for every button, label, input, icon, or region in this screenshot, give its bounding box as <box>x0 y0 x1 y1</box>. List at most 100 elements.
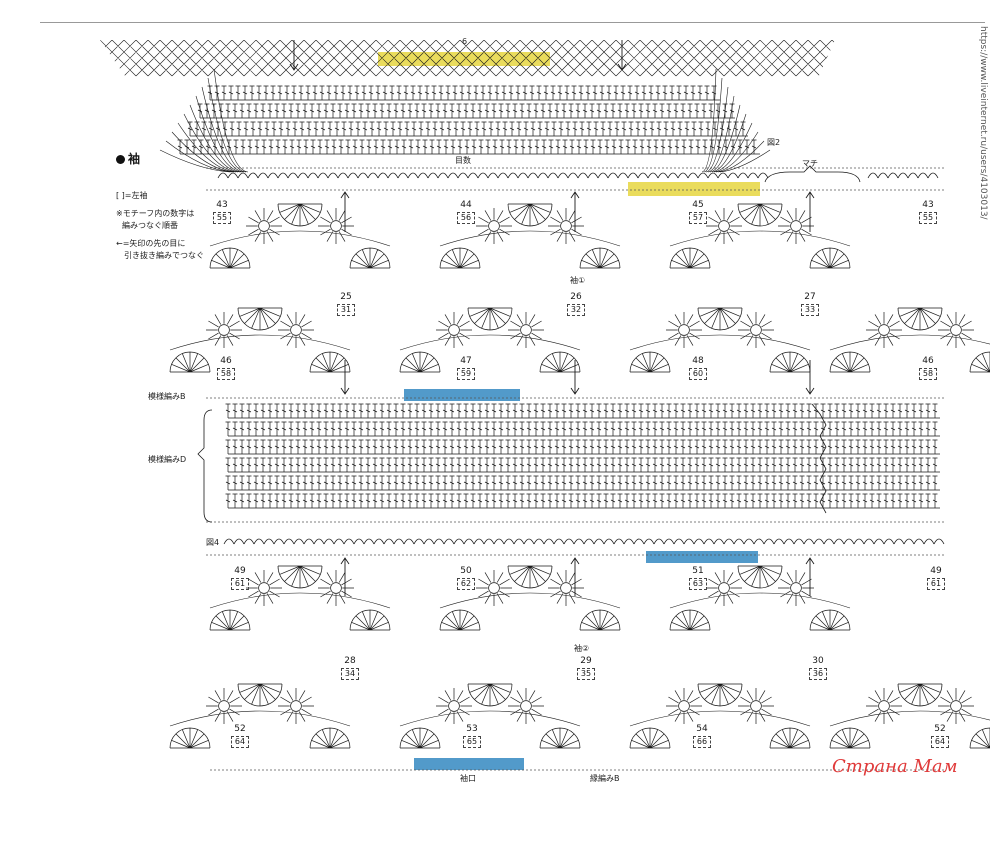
flower-center <box>218 324 230 336</box>
motif-order-box: 32 <box>567 304 585 316</box>
flower-center <box>750 700 762 712</box>
fan-motif <box>467 307 513 331</box>
fan-motif <box>897 307 943 331</box>
flower-motif <box>436 688 472 724</box>
motif-number: 49 <box>234 566 246 576</box>
motif-number: 29 <box>580 656 592 666</box>
flower-center <box>878 324 890 336</box>
join-arrow <box>570 191 580 232</box>
flower-center <box>678 324 690 336</box>
fan-motif <box>169 351 211 373</box>
stitch-row-d <box>225 403 940 419</box>
motif-order-box: 59 <box>457 368 475 380</box>
curve-lines <box>159 68 771 173</box>
chain-curve <box>439 592 621 609</box>
legend-arrow-1: ←=矢印の先の目に <box>116 239 186 248</box>
pattern-d-bracket <box>197 409 213 523</box>
stitch-row-top <box>197 103 735 119</box>
stitch-row-top <box>207 85 720 101</box>
stitch-row-d <box>225 475 940 491</box>
motif-order-box: 61 <box>927 578 945 590</box>
motif-order-box: 33 <box>801 304 819 316</box>
stitch-row-top <box>187 121 748 137</box>
center-top-label: 目数 <box>455 156 471 165</box>
fan-motif <box>439 609 481 631</box>
flower-center <box>678 700 690 712</box>
flower-motif <box>508 688 544 724</box>
motif-number: 52 <box>934 724 946 734</box>
blue-highlight <box>414 758 524 770</box>
yellow-highlight <box>378 52 550 66</box>
fig-top-label: 図2 <box>767 138 781 147</box>
flower-motif <box>246 208 282 244</box>
fan-motif <box>897 683 943 707</box>
gusset-label: マチ <box>802 159 818 168</box>
flower-motif <box>778 570 814 606</box>
flower-motif <box>206 312 242 348</box>
motif-order-box: 56 <box>457 212 475 224</box>
flower-motif <box>246 570 282 606</box>
flower-center <box>950 324 962 336</box>
fan-motif <box>809 609 851 631</box>
fan-motif <box>467 683 513 707</box>
join-arrow <box>805 360 815 395</box>
motif-number: 54 <box>696 724 708 734</box>
flower-motif <box>866 688 902 724</box>
chain-curve <box>439 230 621 247</box>
scallop-row <box>223 538 945 545</box>
motif-order-box: 34 <box>341 668 359 680</box>
flower-center <box>520 700 532 712</box>
stitch-row-top <box>177 139 760 155</box>
motif-number: 51 <box>692 566 704 576</box>
flower-motif <box>778 208 814 244</box>
flower-center <box>560 220 572 232</box>
motif-number: 50 <box>460 566 472 576</box>
legend-arrow-2: 引き抜き編みでつなぐ <box>124 251 204 260</box>
flower-center <box>790 220 802 232</box>
chain-curve <box>629 710 811 727</box>
fan-motif <box>737 565 783 589</box>
chain-curve <box>669 592 851 609</box>
motif-number: 46 <box>220 356 232 366</box>
join-arrow <box>617 40 627 71</box>
chain-curve <box>629 334 811 351</box>
pattern-d-label: 模様編みD <box>148 455 187 464</box>
stitch-row-d <box>225 439 940 455</box>
flower-center <box>878 700 890 712</box>
fan-motif <box>349 247 391 269</box>
chain-curve <box>169 710 351 727</box>
flower-motif <box>476 570 512 606</box>
fan-motif <box>209 609 251 631</box>
fan-motif <box>697 307 743 331</box>
join-arrow <box>805 557 815 596</box>
flower-motif <box>278 688 314 724</box>
fan-motif <box>769 727 811 749</box>
fan-motif <box>969 727 990 749</box>
flower-center <box>258 220 270 232</box>
flower-motif <box>706 570 742 606</box>
fan-motif <box>737 203 783 227</box>
motif-order-box: 61 <box>231 578 249 590</box>
fan-motif <box>277 203 323 227</box>
flower-motif <box>318 570 354 606</box>
stitch-row-d <box>225 457 940 473</box>
pattern-b-label: 模様編みB <box>148 392 186 401</box>
flower-motif <box>278 312 314 348</box>
flower-motif <box>206 688 242 724</box>
stitch-row-d <box>225 493 940 509</box>
motif-order-box: 65 <box>463 736 481 748</box>
flower-center <box>560 582 572 594</box>
motif-number: 52 <box>234 724 246 734</box>
fan-motif <box>507 565 553 589</box>
flower-motif <box>666 688 702 724</box>
fan-motif <box>539 727 581 749</box>
join-arrow <box>805 191 815 232</box>
chain-curve <box>169 334 351 351</box>
fan-motif <box>769 351 811 373</box>
blue-highlight <box>404 389 520 401</box>
motif-number: 48 <box>692 356 704 366</box>
flower-motif <box>866 312 902 348</box>
fan-motif <box>579 609 621 631</box>
chain-curve <box>829 710 990 727</box>
